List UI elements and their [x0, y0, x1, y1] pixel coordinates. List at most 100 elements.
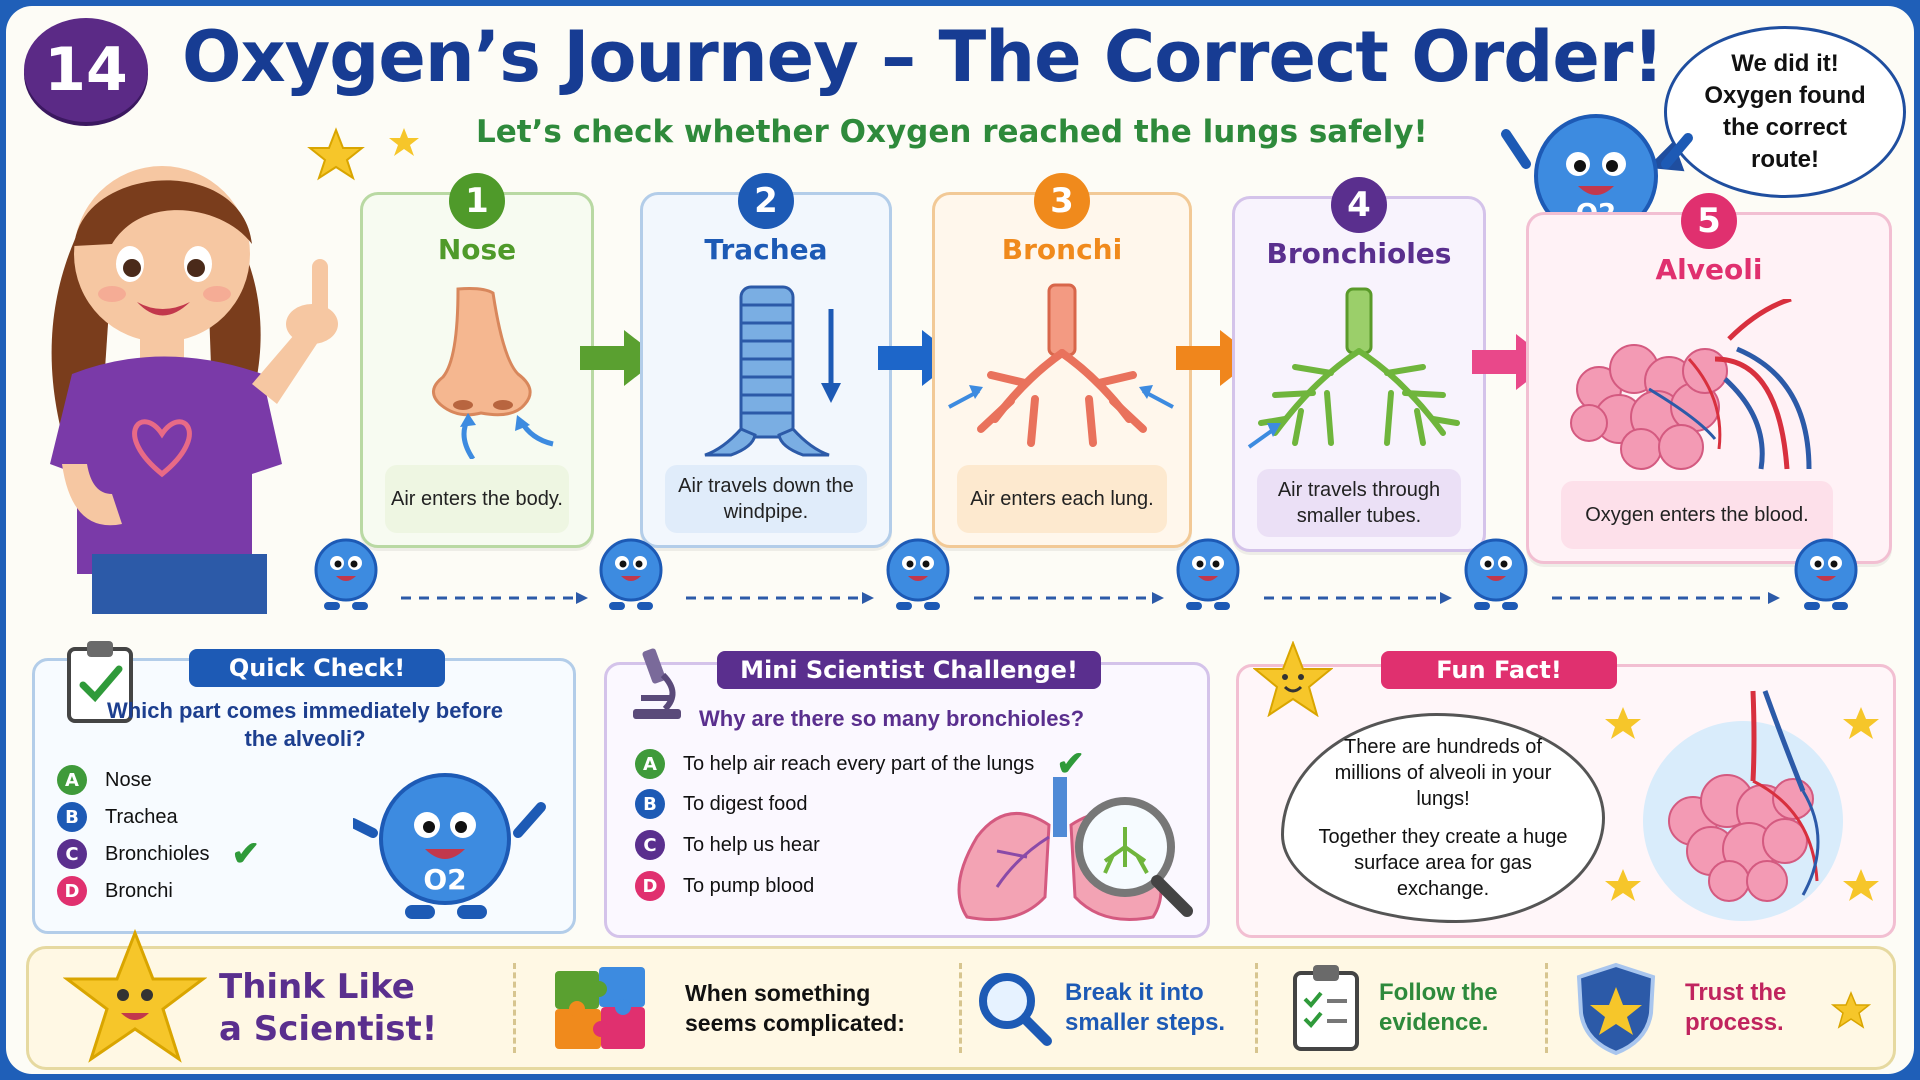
alveoli-icon [1570, 299, 1812, 470]
decor-stars-icon [307, 127, 419, 181]
quick-check-panel: Quick Check! Which part comes immediatel… [32, 641, 576, 934]
speech-bubble-text: We did it! Oxygen found the correct rout… [1704, 50, 1866, 173]
quick-check-option-a[interactable]: A Nose [57, 765, 152, 795]
clipboard-check-icon [67, 641, 133, 723]
strip-tip-3: Trust the process. [1685, 979, 1787, 1036]
infographic-page: 14 Oxygen’s Journey – The Correct Order!… [6, 6, 1914, 1074]
strip-tip-1: Break it into smaller steps. [1065, 979, 1226, 1036]
girl-illustration [50, 166, 338, 614]
fun-fact-text-1: There are hundreds of millions of alveol… [1334, 736, 1552, 810]
oxygen-mascot-thumbs-up-icon: O2 [353, 773, 546, 919]
speech-bubble: We did it! Oxygen found the correct rout… [1664, 26, 1906, 198]
lesson-number-badge: 14 [24, 18, 148, 122]
quick-check-question: Which part comes immediately before the … [106, 698, 504, 751]
bronchioles-icon [1247, 287, 1460, 449]
oxygen-path-row [314, 538, 1858, 612]
option-text: Bronchi [105, 879, 173, 902]
strip-divider [513, 963, 516, 1053]
option-text: To help us hear [683, 833, 820, 856]
nose-icon [432, 287, 554, 459]
option-text: Bronchioles [105, 842, 210, 865]
option-letter: A [57, 765, 87, 795]
quick-check-title: Quick Check! [189, 649, 445, 687]
step-card-trachea: 2 Trachea Air travels down the windpipe. [640, 173, 892, 548]
strip-intro: When something seems complicated: [685, 980, 905, 1036]
challenge-option-b[interactable]: B To digest food [635, 789, 808, 819]
oxygen-walker-icon [314, 538, 378, 612]
step-description: Oxygen enters the blood. [1561, 481, 1833, 549]
star-mascot-icon [63, 929, 207, 1063]
small-star-icon [1831, 991, 1871, 1029]
lungs-magnifier-icon [957, 777, 1193, 921]
oxygen-walker-icon [1794, 538, 1858, 612]
strip-divider [1545, 963, 1548, 1053]
step-card-bronchi: 3 Bronchi Air enters each lung. [932, 173, 1192, 548]
shield-star-icon [1576, 962, 1656, 1056]
step-card-bronchioles: 4 Bronchioles Air travels through smalle… [1232, 177, 1486, 552]
option-text: To digest food [683, 792, 808, 815]
bronchi-icon [948, 283, 1174, 447]
option-letter: D [57, 876, 87, 906]
option-text: To help air reach every part of the lung… [683, 752, 1035, 775]
fun-fact-title: Fun Fact! [1381, 651, 1617, 689]
challenge-title: Mini Scientist Challenge! [717, 651, 1101, 689]
step-title: Trachea [704, 233, 828, 266]
strip-divider [1255, 963, 1258, 1053]
oxygen-label: O2 [423, 863, 466, 896]
fun-fact-text-2: Together they create a huge surface area… [1318, 826, 1568, 900]
option-letter: C [57, 839, 87, 869]
strip-tip-2: Follow the evidence. [1379, 979, 1498, 1036]
clipboard-checklist-icon [1293, 965, 1359, 1051]
step-title: Bronchi [1001, 233, 1123, 266]
star-smile-icon [1253, 641, 1333, 717]
option-text: Trachea [105, 805, 178, 828]
step-description: Air enters each lung. [957, 465, 1167, 533]
check-mark-icon: ✔ [231, 835, 261, 873]
think-like-scientist-strip: Think Like a Scientist! When something s… [26, 929, 1896, 1070]
quick-check-option-c[interactable]: C Bronchioles ✔ [57, 835, 261, 873]
step-number: 1 [449, 173, 505, 229]
step-number: 3 [1034, 173, 1090, 229]
option-letter: D [635, 871, 665, 901]
fun-fact-panel: Fun Fact! There are hundreds of millions… [1236, 641, 1896, 938]
fun-fact-cloud: There are hundreds of millions of alveol… [1281, 713, 1605, 923]
step-number: 5 [1681, 193, 1737, 249]
trachea-icon [704, 285, 841, 457]
option-letter: A [635, 749, 665, 779]
option-letter: B [635, 789, 665, 819]
step-title: Alveoli [1655, 253, 1763, 286]
step-description: Air travels down the windpipe. [665, 465, 867, 533]
step-description: Air enters the body. [385, 465, 569, 533]
option-text: Nose [105, 768, 152, 791]
option-letter: B [57, 802, 87, 832]
magnifier-icon [979, 973, 1052, 1046]
quick-check-option-d[interactable]: D Bronchi [57, 876, 173, 906]
strip-divider [959, 963, 962, 1053]
quick-check-option-b[interactable]: B Trachea [57, 802, 178, 832]
challenge-option-d[interactable]: D To pump blood [635, 871, 814, 901]
oxygen-walker-icon [1176, 538, 1240, 612]
step-number: 2 [738, 173, 794, 229]
oxygen-walker-icon [1464, 538, 1528, 612]
option-letter: C [635, 830, 665, 860]
page-subtitle: Let’s check whether Oxygen reached the l… [476, 114, 1428, 150]
microscope-icon [633, 648, 681, 719]
challenge-option-a[interactable]: A To help air reach every part of the lu… [635, 745, 1085, 783]
challenge-option-c[interactable]: C To help us hear [635, 830, 820, 860]
step-description: Air travels through smaller tubes. [1257, 469, 1461, 537]
step-number: 4 [1331, 177, 1387, 233]
challenge-question: Why are there so many bronchioles? [699, 706, 1085, 731]
alveoli-cluster-icon [1605, 690, 1879, 921]
option-text: To pump blood [683, 874, 815, 897]
page-title: Oxygen’s Journey – The Correct Order! [182, 16, 1664, 98]
puzzle-icon [555, 967, 645, 1049]
challenge-panel: Mini Scientist Challenge! Why are there … [604, 648, 1210, 938]
step-card-nose: 1 Nose Air enters the body. [360, 173, 594, 548]
step-title: Bronchioles [1266, 237, 1452, 270]
oxygen-walker-icon [886, 538, 950, 612]
step-card-alveoli: 5 Alveoli Oxygen enters the blood. [1526, 193, 1892, 564]
step-title: Nose [437, 233, 517, 266]
check-mark-icon: ✔ [1056, 745, 1085, 783]
strip-heading: Think Like a Scientist! [219, 967, 438, 1049]
oxygen-walker-icon [599, 538, 663, 612]
